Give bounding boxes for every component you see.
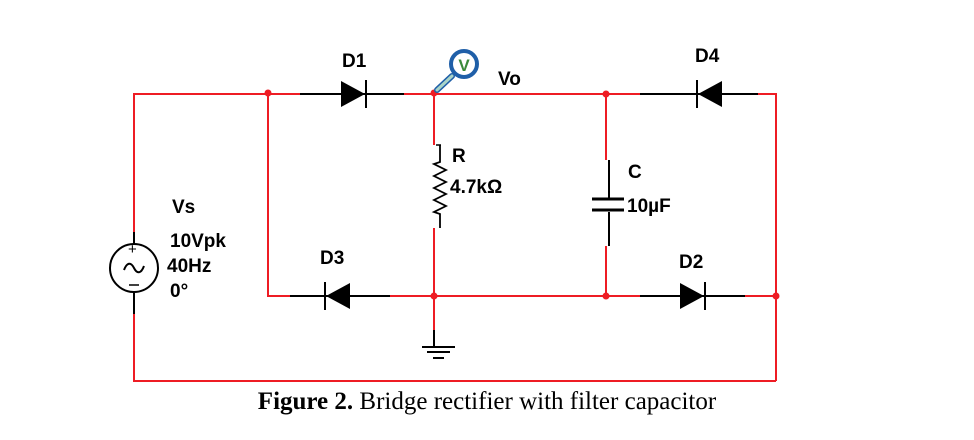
diode-d2-icon: [680, 283, 704, 309]
resistor-name-label: R: [452, 146, 466, 167]
diode-d2[interactable]: D2: [640, 252, 745, 310]
diode-d1-icon: [341, 81, 365, 107]
figure-title: Bridge rectifier with filter capacitor: [353, 388, 717, 415]
diode-d3-icon: [326, 283, 350, 309]
junction-dot: [264, 89, 272, 97]
probe-ring-icon: [449, 49, 479, 79]
junction-dot: [602, 90, 610, 98]
diode-d4[interactable]: D4: [640, 46, 758, 108]
figure-caption: Figure 2. Bridge rectifier with filter c…: [0, 388, 974, 416]
d3-label: D3: [320, 248, 344, 269]
junction-dot: [430, 292, 438, 300]
figure-number: Figure 2.: [257, 388, 354, 415]
probe-handle-fill: [435, 74, 454, 92]
wire-source-top: [133, 93, 268, 243]
source-amplitude-label: 10Vpk: [170, 231, 226, 252]
resistor-r[interactable]: R 4.7kΩ: [431, 144, 502, 228]
ac-source[interactable]: + Vs 10Vpk 40Hz 0°: [109, 197, 226, 314]
d4-label: D4: [695, 46, 720, 67]
d2-label: D2: [679, 252, 703, 273]
d1-label: D1: [342, 51, 367, 72]
diode-d1[interactable]: D1: [300, 51, 404, 108]
wire-d4-right: [758, 93, 777, 381]
junction-dot: [602, 292, 610, 300]
wire-left-inner: [267, 94, 290, 297]
junction-dot: [772, 292, 780, 300]
source-phase-label: 0°: [170, 281, 188, 302]
diode-d3[interactable]: D3: [290, 248, 390, 310]
source-plus-sign: +: [128, 241, 137, 258]
sine-wave-icon: [123, 262, 145, 274]
resistor-value-label: 4.7kΩ: [450, 177, 502, 198]
resistor-zigzag-icon: [431, 145, 449, 228]
source-name-label: Vs: [172, 197, 195, 218]
diode-d4-icon: [698, 81, 722, 107]
capacitor-c[interactable]: C 10µF: [592, 160, 671, 246]
ground: [422, 330, 455, 359]
wire-bottom-return: [133, 293, 776, 382]
capacitor-value-label: 10µF: [627, 196, 671, 217]
probe-vo-label: Vo: [498, 69, 521, 90]
source-frequency-label: 40Hz: [167, 256, 211, 277]
wires: [133, 93, 777, 382]
capacitor-name-label: C: [628, 162, 642, 183]
voltage-probe[interactable]: V Vo: [434, 49, 521, 93]
junctions: [264, 89, 780, 300]
ac-source-circle-icon: [109, 243, 159, 293]
probe-letter: V: [458, 56, 470, 75]
